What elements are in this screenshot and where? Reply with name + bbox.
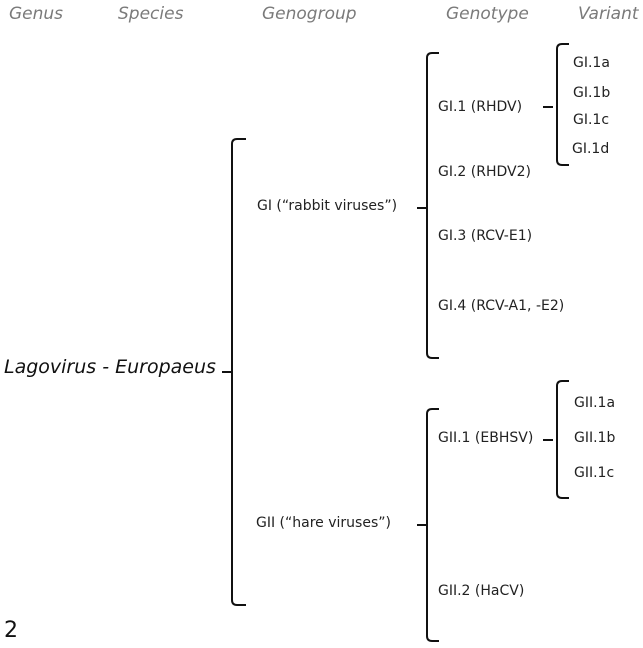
header-species: Species <box>118 4 184 24</box>
bracket-gii <box>417 408 439 642</box>
genotype-gi1: GI.1 (RHDV) <box>438 99 523 115</box>
variant-gi1d: GI.1d <box>572 141 610 157</box>
variant-gii1a: GII.1a <box>574 395 616 411</box>
variant-gi1a: GI.1a <box>573 55 610 71</box>
header-genogroup: Genogroup <box>262 4 357 24</box>
header-genus: Genus <box>9 4 64 24</box>
page-number: 2 <box>4 618 18 643</box>
genotype-gi2: GI.2 (RHDV2) <box>438 164 531 180</box>
variant-gi1b: GI.1b <box>573 85 611 101</box>
header-genotype: Genotype <box>446 4 529 24</box>
bracket-gi <box>417 52 439 359</box>
genotype-gi3: GI.3 (RCV-E1) <box>438 228 533 244</box>
genotype-gi4: GI.4 (RCV-A1, -E2) <box>438 298 565 314</box>
header-variant: Variant <box>578 4 639 24</box>
variant-gii1c: GII.1c <box>574 465 615 481</box>
genogroup-gi: GI (“rabbit viruses”) <box>257 198 398 214</box>
variant-gii1b: GII.1b <box>574 430 616 446</box>
genotype-gii1: GII.1 (EBHSV) <box>438 430 534 446</box>
bracket-gi1 <box>543 43 569 166</box>
genogroup-gii: GII (“hare viruses”) <box>256 515 391 531</box>
bracket-root <box>222 138 246 606</box>
genotype-gii2: GII.2 (HaCV) <box>438 583 525 599</box>
bracket-gii1 <box>543 380 569 499</box>
variant-gi1c: GI.1c <box>573 112 610 128</box>
genus-species-label: Lagovirus - Europaeus <box>4 356 216 378</box>
